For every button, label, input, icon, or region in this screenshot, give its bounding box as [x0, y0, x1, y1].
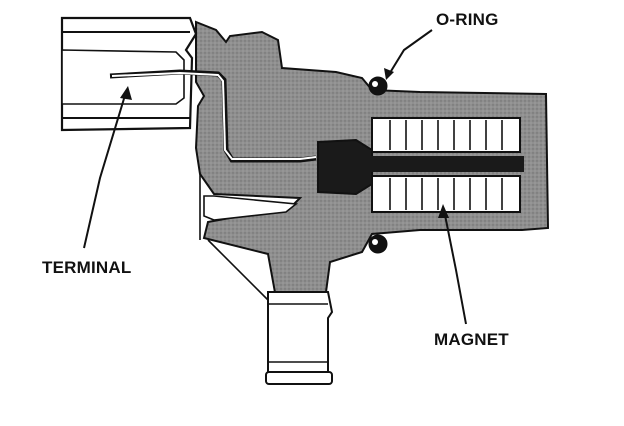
mount-tube-base — [265, 371, 333, 385]
body-cutout — [203, 195, 299, 221]
leader-arrow-o-ring — [384, 68, 394, 80]
o-ring-seal-top — [368, 76, 388, 96]
threaded-sleeve-top — [371, 117, 521, 153]
terminal-label: TERMINAL — [42, 258, 132, 277]
leader-arrow-magnet — [438, 204, 449, 218]
magnet-label: MAGNET — [434, 330, 509, 349]
outline-line — [207, 239, 269, 301]
o-ring-label: O-RING — [436, 10, 499, 29]
threaded-sleeve-bottom — [371, 175, 521, 213]
terminal-pin-core — [111, 71, 317, 160]
leader-arrow-terminal — [120, 86, 132, 100]
magnet-core-head — [317, 138, 373, 196]
leader-line-o-ring — [387, 29, 433, 77]
magnet-core-rod — [370, 156, 524, 172]
o-ring-seal-bottom — [368, 234, 388, 254]
thread-lines — [389, 120, 503, 210]
leader-line-magnet — [443, 209, 467, 325]
o-ring-seal-bottom-highlight — [372, 239, 378, 245]
o-ring-seal-top-highlight — [372, 81, 378, 87]
leader-line-terminal — [83, 91, 127, 249]
